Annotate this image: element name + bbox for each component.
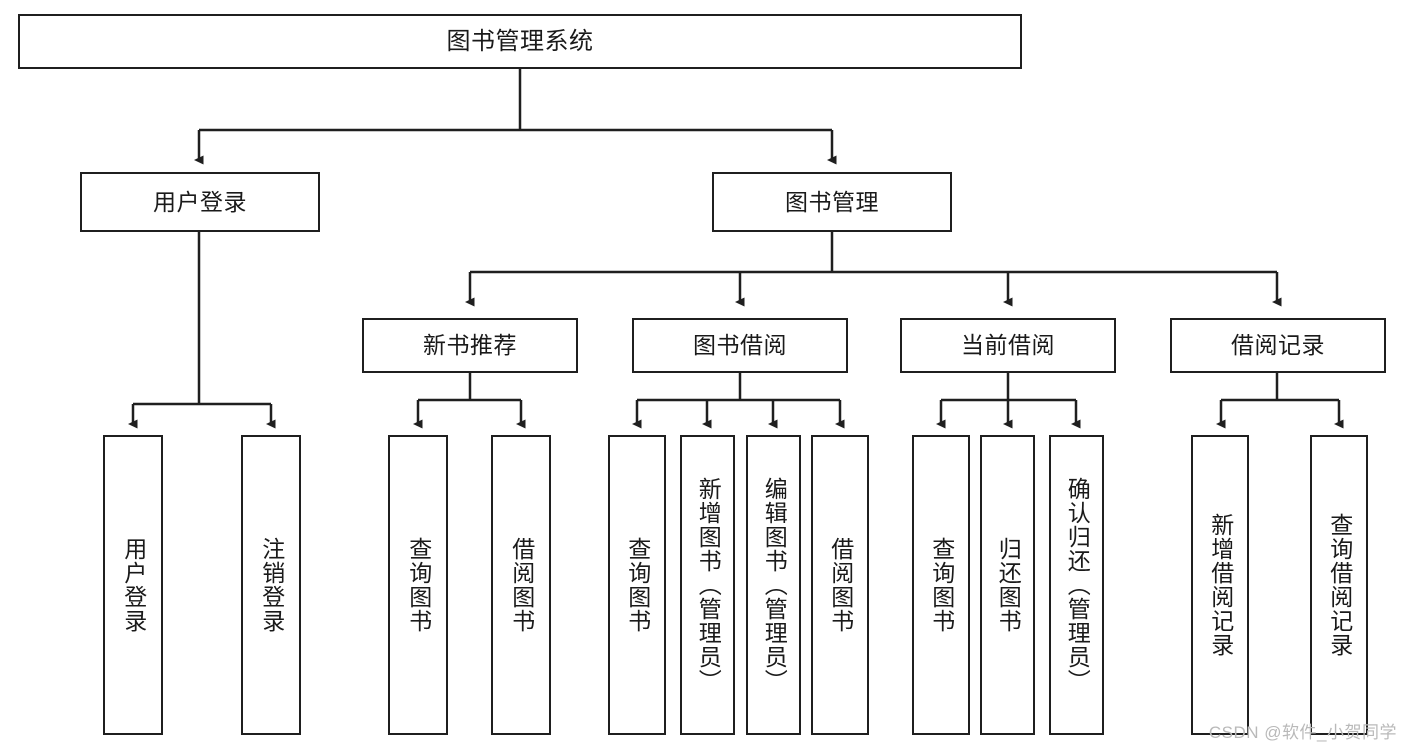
node-label: 当前借阅 <box>961 332 1055 359</box>
leaf-user-login-logout[interactable]: 注销登录 <box>241 435 301 735</box>
node-new-book-recommend[interactable]: 新书推荐 <box>362 318 578 373</box>
node-label: 查询图书 <box>624 537 651 633</box>
node-label: 查询图书 <box>928 537 955 633</box>
node-label: 图书管理系统 <box>446 27 594 55</box>
node-label: 借阅记录 <box>1231 332 1325 359</box>
leaf-new-book-borrow[interactable]: 借阅图书 <box>491 435 551 735</box>
node-label: 确认归还（管理员） <box>1064 477 1091 693</box>
leaf-record-add[interactable]: 新增借阅记录 <box>1191 435 1249 735</box>
node-user-login[interactable]: 用户登录 <box>80 172 320 232</box>
node-label: 新增借阅记录 <box>1207 513 1234 657</box>
node-label: 新增图书（管理员） <box>695 477 722 693</box>
node-root-system[interactable]: 图书管理系统 <box>18 14 1022 69</box>
node-label: 编辑图书（管理员） <box>761 477 788 693</box>
node-label: 归还图书 <box>995 537 1022 633</box>
leaf-record-query[interactable]: 查询借阅记录 <box>1310 435 1368 735</box>
leaf-new-book-query[interactable]: 查询图书 <box>388 435 448 735</box>
node-current-borrow[interactable]: 当前借阅 <box>900 318 1116 373</box>
leaf-current-query-book[interactable]: 查询图书 <box>912 435 970 735</box>
node-borrow-record[interactable]: 借阅记录 <box>1170 318 1386 373</box>
leaf-borrow-query-book[interactable]: 查询图书 <box>608 435 666 735</box>
node-label: 借阅图书 <box>508 537 535 633</box>
node-label: 图书管理 <box>785 188 879 215</box>
leaf-borrow-borrow-book[interactable]: 借阅图书 <box>811 435 869 735</box>
leaf-current-confirm-return[interactable]: 确认归还（管理员） <box>1049 435 1104 735</box>
leaf-borrow-edit-book[interactable]: 编辑图书（管理员） <box>746 435 801 735</box>
node-book-borrow[interactable]: 图书借阅 <box>632 318 848 373</box>
leaf-user-login-login[interactable]: 用户登录 <box>103 435 163 735</box>
node-book-management[interactable]: 图书管理 <box>712 172 952 232</box>
node-label: 查询借阅记录 <box>1326 513 1353 657</box>
leaf-current-return-book[interactable]: 归还图书 <box>980 435 1035 735</box>
node-label: 图书借阅 <box>693 332 787 359</box>
node-label: 用户登录 <box>120 537 147 633</box>
node-label: 用户登录 <box>153 188 247 215</box>
leaf-borrow-add-book[interactable]: 新增图书（管理员） <box>680 435 735 735</box>
node-label: 查询图书 <box>405 537 432 633</box>
node-label: 注销登录 <box>258 537 285 633</box>
node-label: 借阅图书 <box>827 537 854 633</box>
node-label: 新书推荐 <box>423 332 517 359</box>
